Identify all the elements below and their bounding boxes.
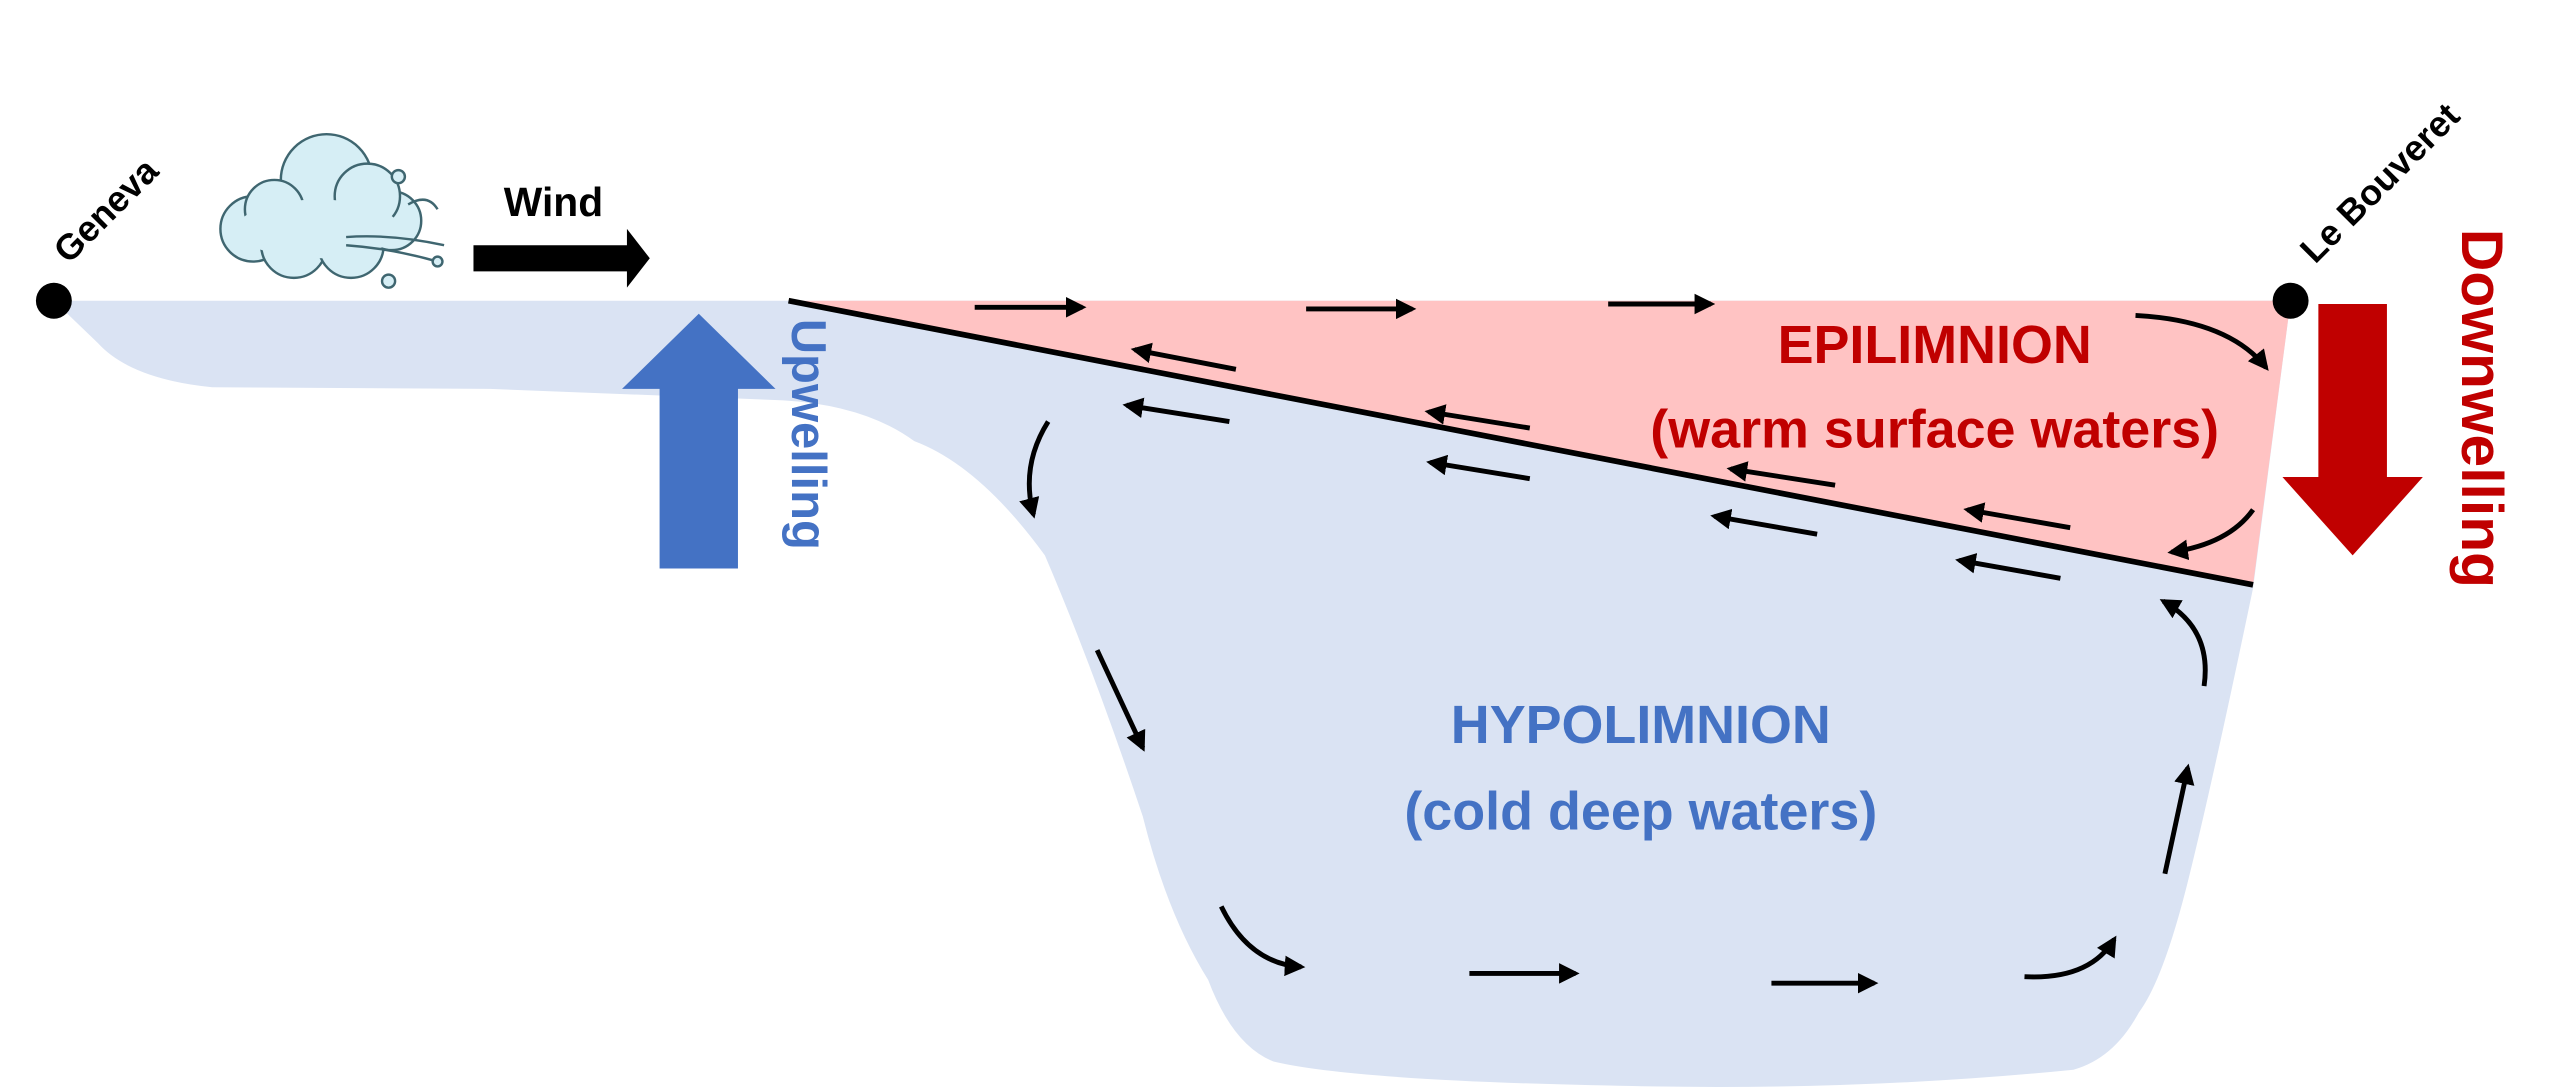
circulation-arrow-icon xyxy=(1094,649,1146,752)
circulation-arrow-icon xyxy=(2024,935,2117,980)
hypolimnion-region xyxy=(53,300,2291,1087)
circulation-arrow-icon xyxy=(1130,342,1237,372)
wind-arrow-icon xyxy=(473,228,650,288)
circulation-arrows xyxy=(974,293,2269,994)
circulation-arrow-icon xyxy=(1424,404,1531,431)
circulation-arrow-icon xyxy=(1122,397,1230,424)
circulation-arrow-icon xyxy=(2167,508,2256,561)
hypolimnion-description: (cold deep waters) xyxy=(1404,782,1877,842)
circulation-arrow-icon xyxy=(1963,502,2071,531)
le-bouveret-label: Le Bouveret xyxy=(2292,95,2468,271)
circulation-arrow-icon xyxy=(1219,905,1306,977)
geneva-label: Geneva xyxy=(45,149,166,270)
circulation-arrow-icon xyxy=(1019,420,1051,519)
wind-cloud-icon xyxy=(219,132,445,289)
circulation-arrow-icon xyxy=(2162,763,2195,875)
circulation-arrow-icon xyxy=(2135,312,2269,371)
circulation-arrow-icon xyxy=(1726,461,1836,488)
wind-label: Wind xyxy=(504,179,603,225)
le-bouveret-dot-icon xyxy=(2272,282,2309,319)
geneva-dot-icon xyxy=(35,282,72,319)
upwelling-arrow-icon xyxy=(622,313,776,569)
thermocline-line xyxy=(788,297,2254,588)
circulation-arrow-icon xyxy=(1955,553,2061,581)
downwelling-label: Downwelling xyxy=(2449,229,2514,588)
circulation-arrow-icon xyxy=(1426,454,1531,482)
downwelling-arrow-icon xyxy=(2282,304,2423,556)
epilimnion-title: EPILIMNION xyxy=(1778,315,2092,375)
epilimnion-description: (warm surface waters) xyxy=(1650,400,2219,460)
circulation-arrow-icon xyxy=(2159,599,2208,687)
circulation-arrow-icon xyxy=(1710,508,1818,537)
upwelling-label: Upwelling xyxy=(781,319,835,550)
hypolimnion-title: HYPOLIMNION xyxy=(1451,695,1831,755)
